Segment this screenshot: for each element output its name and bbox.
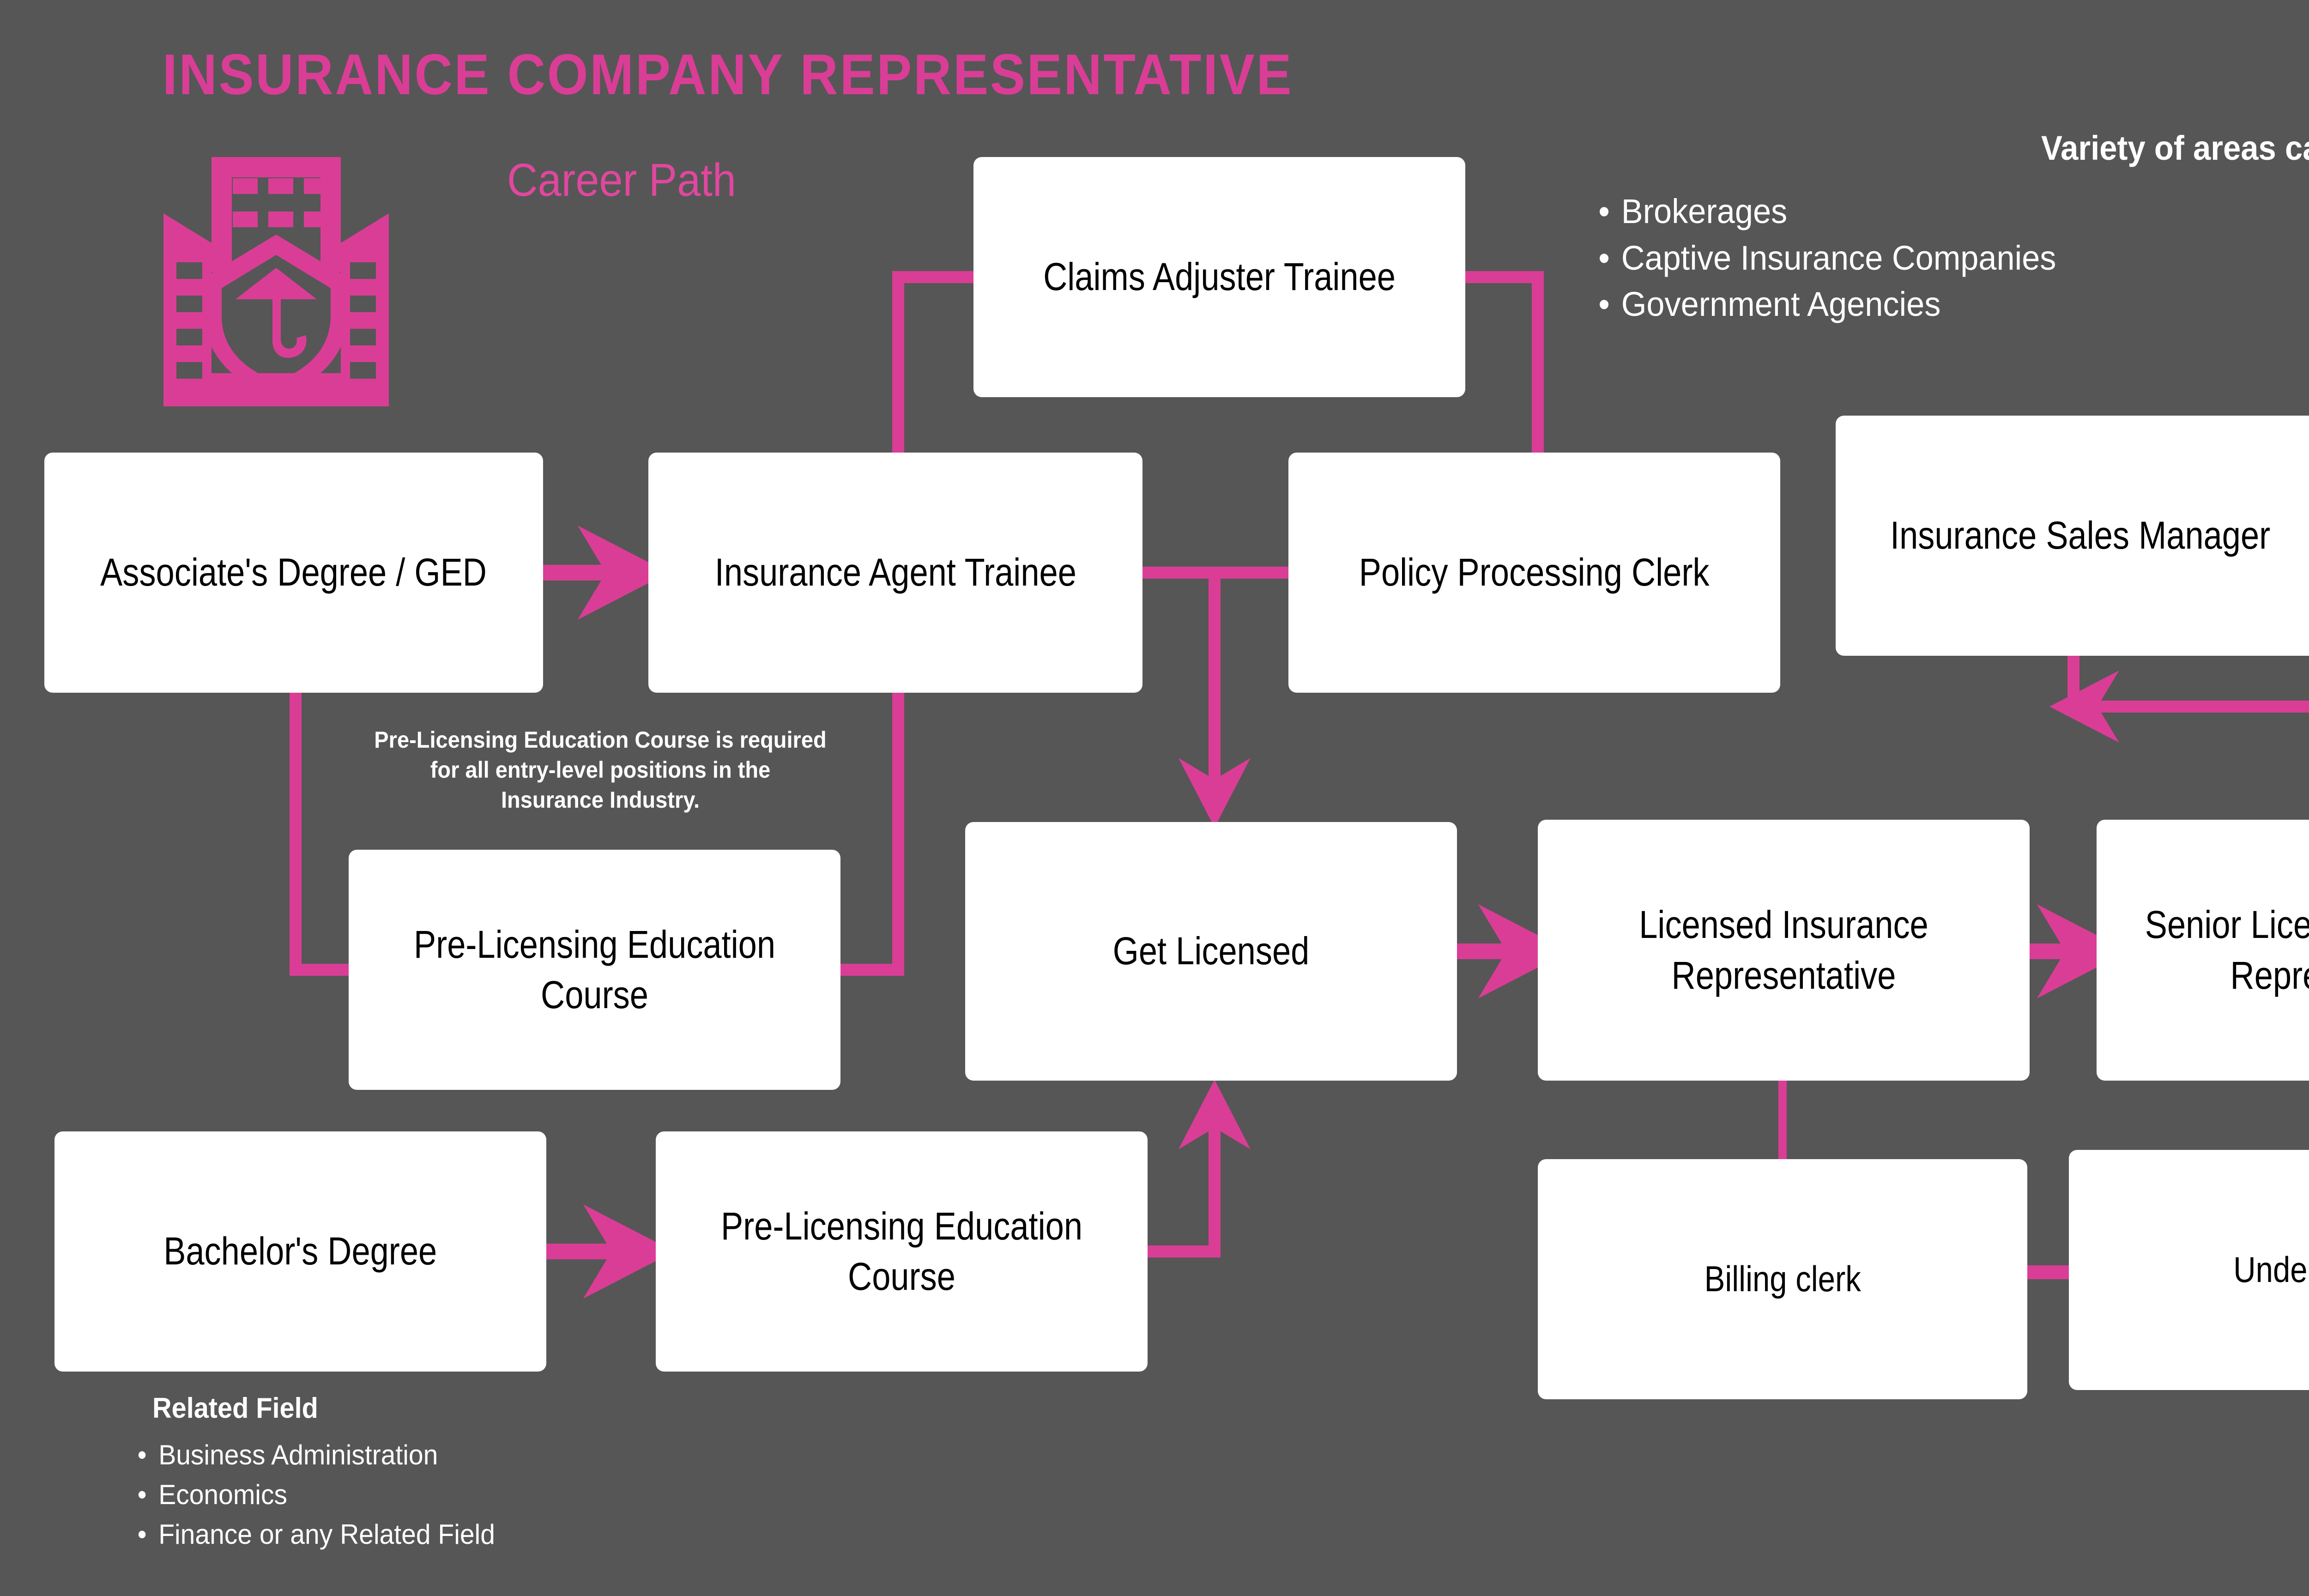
node-label: Licensed Insurance Representative	[1639, 903, 1928, 997]
node-insurance-agent-trainee[interactable]: Insurance Agent Trainee	[648, 453, 1142, 693]
node-claims-adjuster-trainee[interactable]: Claims Adjuster Trainee	[973, 157, 1465, 397]
node-label: Policy Processing Clerk	[1359, 550, 1710, 594]
node-label: Insurance Sales Manager	[1890, 514, 2271, 557]
areas-heading: Variety of areas can work at:	[2041, 129, 2309, 167]
list-item: Brokerages	[1592, 188, 2056, 235]
node-underwriter[interactable]: Underwriter	[2069, 1150, 2309, 1390]
note-line: for all entry-level positions in the	[430, 757, 771, 783]
node-get-licensed[interactable]: Get Licensed	[965, 822, 1457, 1081]
node-label: Pre-Licensing Education Course	[413, 922, 776, 1016]
node-prelicensing-course-bottom[interactable]: Pre-Licensing Education Course	[656, 1131, 1148, 1372]
node-label: Insurance Agent Trainee	[714, 550, 1076, 594]
page-subtitle: Career Path	[507, 154, 737, 206]
node-label: Pre-Licensing Education Course	[720, 1204, 1083, 1298]
node-associates-degree[interactable]: Associate's Degree / GED	[44, 453, 543, 693]
node-label: Senior Licensed Insurance Representative	[2145, 903, 2309, 997]
node-prelicensing-course-top[interactable]: Pre-Licensing Education Course	[349, 850, 840, 1090]
node-policy-processing-clerk[interactable]: Policy Processing Clerk	[1288, 453, 1780, 693]
insurance-building-shield-umbrella-icon	[163, 157, 389, 406]
related-field-list: Business Administration Economics Financ…	[134, 1435, 514, 1554]
note-line: Insurance Industry.	[501, 787, 700, 813]
edge-claims-to-policy-clerk	[1464, 271, 1544, 453]
list-item: Business Administration	[134, 1435, 495, 1475]
list-item: Captive Insurance Companies	[1592, 235, 2056, 282]
node-label: Associate's Degree / GED	[100, 550, 487, 594]
list-item: Government Agencies	[1592, 281, 2056, 328]
note-line: Pre-Licensing Education Course is requir…	[374, 727, 827, 753]
edge-prelicensing-to-get-licensed	[1145, 1079, 1251, 1257]
list-item: Finance or any Related Field	[134, 1515, 495, 1554]
node-insurance-sales-manager[interactable]: Insurance Sales Manager	[1836, 416, 2309, 656]
edge-senior-rep-to-manager-bus	[2049, 671, 2309, 743]
edge-claims-to-agent-trainee	[892, 271, 974, 453]
node-senior-licensed-insurance-rep[interactable]: Senior Licensed Insurance Representative	[2097, 820, 2309, 1081]
prelicensing-note: Pre-Licensing Education Course is requir…	[296, 725, 905, 815]
node-label: Bachelor's Degree	[163, 1229, 437, 1273]
related-field-heading: Related Field	[152, 1392, 318, 1424]
page-title: INSURANCE COMPANY REPRESENTATIVE	[163, 43, 1294, 107]
node-label: Claims Adjuster Trainee	[1043, 255, 1396, 299]
areas-list-left: Brokerages Captive Insurance Companies G…	[1592, 188, 2080, 328]
list-item: Economics	[134, 1475, 495, 1515]
node-label: Billing clerk	[1704, 1258, 1861, 1300]
node-label: Get Licensed	[1112, 929, 1310, 973]
node-label: Underwriter	[2233, 1249, 2309, 1290]
node-bachelors-degree[interactable]: Bachelor's Degree	[54, 1131, 546, 1372]
node-billing-clerk[interactable]: Billing clerk	[1538, 1159, 2027, 1399]
node-licensed-insurance-rep[interactable]: Licensed Insurance Representative	[1538, 820, 2030, 1081]
